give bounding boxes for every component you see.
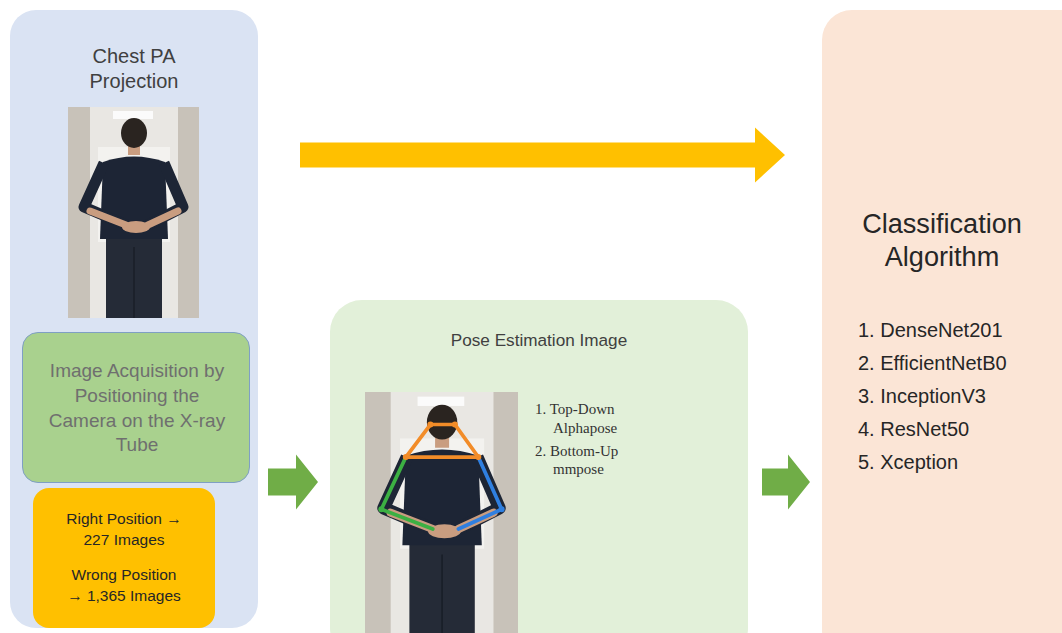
illustration-part [400, 438, 484, 548]
illustration-part [148, 211, 178, 225]
list-item: 5. Xception [858, 446, 1048, 479]
text-group: 1. Top-Down Alphapose 2. Bottom-Up mmpose [535, 400, 660, 490]
illustration-part [122, 221, 150, 233]
green-block-arrow [268, 455, 318, 510]
pose-panel: Pose Estimation Image 1. Top-Down Alphapo… [330, 300, 748, 633]
text-group: 1. DenseNet2012. EfficientNetB03. Incept… [858, 314, 1048, 489]
list-item: 4. ResNet50 [858, 413, 1048, 446]
illustration-part [378, 421, 504, 512]
illustration-part [133, 247, 135, 318]
illustration-part [98, 147, 170, 242]
green-block-arrow [762, 455, 810, 510]
node-label: Image Acquisition by Positioning the Cam… [41, 359, 233, 458]
illustration-part [378, 506, 384, 512]
illustration-part [475, 454, 481, 460]
pose-photo [365, 392, 518, 633]
illustration-part [121, 118, 147, 148]
illustration-part [441, 555, 443, 633]
list-item: 2. EfficientNetB0 [858, 347, 1048, 380]
illustration-part [148, 163, 183, 225]
node-label: Classification Algorithm [822, 208, 1062, 273]
list-item: Wrong Position → 1,365 Images [63, 565, 185, 607]
input-panel: Chest PA ProjectionImage Acquisition by … [10, 10, 258, 628]
illustration-part [406, 425, 478, 458]
illustration-part [106, 237, 162, 318]
illustration-part [458, 457, 501, 529]
list-item: 3. InceptionV3 [858, 380, 1048, 413]
classification-panel: Classification Algorithm 1. DenseNet2012.… [822, 10, 1062, 633]
acquisition-box: Image Acquisition by Positioning the Cam… [22, 332, 250, 483]
text-group: Image Acquisition by Positioning the Cam… [41, 333, 233, 484]
illustration-part [499, 506, 505, 512]
text-group: Chest PA Projection [49, 44, 219, 106]
dataset-box: Right Position → 227 ImagesWrong Positio… [33, 488, 215, 628]
list-item: 2. Bottom-Up mmpose [535, 442, 660, 480]
list-item: Right Position → 227 Images [63, 509, 185, 551]
illustration-part [113, 111, 153, 119]
illustration-part [427, 421, 433, 427]
text-group: Right Position → 227 ImagesWrong Positio… [63, 488, 185, 628]
illustration-part [365, 392, 518, 633]
yellow-block-arrow [300, 128, 785, 183]
illustration-part [418, 397, 465, 406]
illustration-part [452, 421, 458, 427]
illustration-part [409, 543, 474, 633]
illustration-part [428, 524, 461, 538]
text-group: Pose Estimation Image [330, 330, 748, 360]
illustration-part [427, 405, 457, 440]
text-group: Classification Algorithm [822, 208, 1062, 288]
node-label: Chest PA Projection [49, 44, 219, 94]
illustration-part [68, 107, 199, 318]
illustration-part [402, 449, 481, 545]
illustration-part [84, 163, 126, 225]
patient-photo [68, 107, 199, 318]
illustration-part [381, 425, 501, 530]
list-item: 1. DenseNet201 [858, 314, 1048, 347]
node-label: Pose Estimation Image [330, 330, 748, 351]
list-item: 1. Top-Down Alphapose [535, 400, 660, 438]
illustration-part [90, 211, 126, 225]
illustration-part [381, 457, 432, 529]
illustration-part [403, 454, 409, 460]
illustration-part [100, 157, 168, 240]
